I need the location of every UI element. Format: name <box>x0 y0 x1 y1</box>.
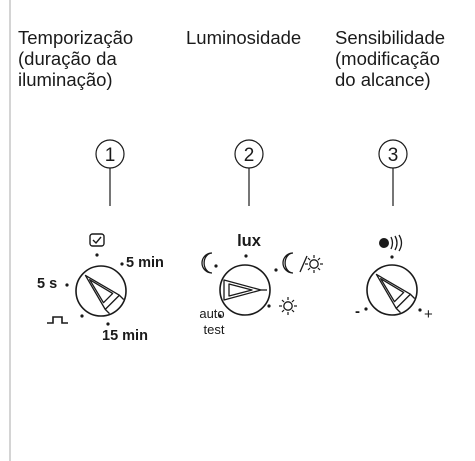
lux-tick-top <box>244 254 248 258</box>
lux-label-test: test <box>204 322 225 337</box>
range-tick-max <box>418 308 422 312</box>
heading-luminosidade: Luminosidade <box>186 27 302 48</box>
brightness-dial[interactable] <box>219 264 271 316</box>
range-label-plus: + <box>424 306 433 323</box>
lux-tick-moon <box>214 264 218 268</box>
callout-2: 2 <box>234 139 264 206</box>
timer-label-15min: 15 min <box>102 328 148 344</box>
timer-dial[interactable] <box>75 265 127 317</box>
callout-3: 3 <box>378 139 408 206</box>
lux-label-auto: auto <box>199 306 224 321</box>
moon-icon <box>201 252 213 274</box>
range-tick-min <box>364 307 368 311</box>
timer-label-5s: 5 s <box>37 276 57 292</box>
range-label-minus: - <box>355 303 360 320</box>
timer-tick-pulse <box>80 314 84 318</box>
timer-tick-top <box>95 253 99 257</box>
callout-2-number: 2 <box>244 145 255 166</box>
callout-1: 1 <box>95 139 125 206</box>
heading-sensibilidade: Sensibilidade (modificação do alcance) <box>335 27 446 90</box>
pulse-icon <box>47 316 68 324</box>
lux-tick-auto <box>218 314 222 318</box>
left-border-line <box>9 0 11 461</box>
sun-icon <box>279 297 297 315</box>
timer-label-5min: 5 min <box>126 255 164 271</box>
lux-tick-sun <box>267 304 271 308</box>
lux-label: lux <box>237 232 262 250</box>
range-tick-top <box>390 255 394 259</box>
timer-tick-5min <box>120 262 124 266</box>
lux-tick-moon-sun <box>274 268 278 272</box>
timer-clock-icon <box>89 233 105 247</box>
moon-sun-icon <box>282 252 323 274</box>
callout-3-number: 3 <box>388 145 399 166</box>
callout-1-number: 1 <box>105 145 116 166</box>
heading-temporizacao: Temporização (duração da iluminação) <box>18 27 134 90</box>
timer-tick-5s <box>65 283 69 287</box>
range-icon <box>379 234 403 252</box>
sensitivity-dial[interactable] <box>366 264 418 316</box>
timer-tick-15min <box>106 322 110 326</box>
